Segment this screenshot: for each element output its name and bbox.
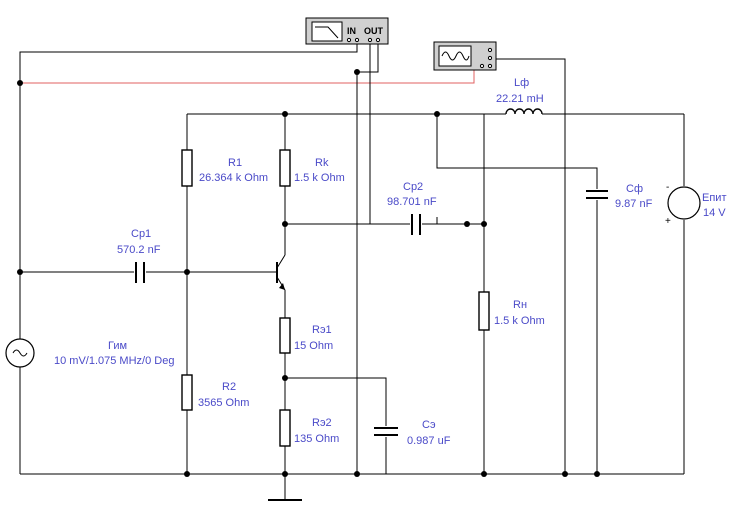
resistor-rk[interactable]	[279, 149, 291, 187]
ce-name: Cэ	[422, 419, 436, 431]
svg-text:-: -	[666, 182, 669, 193]
cp2-value: 98.701 nF	[387, 196, 437, 208]
resistor-r1[interactable]	[181, 149, 193, 187]
r1-name: R1	[228, 157, 242, 169]
resistor-r2[interactable]	[181, 374, 193, 411]
lf-value: 22.21 mH	[496, 93, 544, 105]
lf-name: Lф	[514, 77, 529, 89]
gim-value: 10 mV/1.075 MHz/0 Deg	[54, 355, 174, 367]
plotter-out-label: OUT	[364, 26, 384, 36]
capacitor-cf[interactable]	[586, 190, 608, 199]
re2-name: Rэ2	[312, 417, 332, 429]
r1-value: 26.364 k Ohm	[199, 172, 268, 184]
epit-name: Eпит	[702, 192, 726, 204]
cp2-name: Cp2	[403, 181, 423, 193]
ce-value: 0.987 uF	[407, 435, 451, 447]
transistor-npn[interactable]	[268, 254, 286, 291]
oscilloscope-instrument[interactable]	[433, 41, 497, 71]
resistor-re1[interactable]	[279, 317, 291, 354]
gim-name: Гим	[108, 340, 127, 352]
capacitor-cp2[interactable]	[411, 214, 421, 235]
re1-value: 15 Ohm	[294, 340, 333, 352]
resistor-rn[interactable]	[478, 291, 490, 331]
capacitor-cp1[interactable]	[135, 262, 145, 283]
r2-value: 3565 Ohm	[198, 397, 249, 409]
capacitor-ce[interactable]	[374, 427, 398, 436]
dc-source-epit[interactable]: - +	[665, 182, 701, 227]
rn-name: Rн	[513, 299, 527, 311]
cf-value: 9.87 nF	[615, 198, 653, 210]
signal-generator-gim[interactable]	[5, 338, 35, 368]
wires	[19, 41, 685, 501]
bode-plotter-instrument[interactable]: IN OUT	[305, 17, 389, 45]
resistor-re2[interactable]	[279, 409, 291, 447]
cp1-name: Cp1	[131, 228, 151, 240]
r2-name: R2	[222, 381, 236, 393]
cp1-value: 570.2 nF	[117, 244, 161, 256]
rn-value: 1.5 k Ohm	[494, 315, 545, 327]
component-labels: R1 26.364 k Ohm Rk 1.5 k Ohm Cp2 98.701 …	[54, 77, 726, 447]
plotter-in-label: IN	[347, 26, 356, 36]
svg-text:+: +	[665, 216, 671, 227]
cf-name: Cф	[626, 183, 643, 195]
re2-value: 135 Ohm	[294, 433, 339, 445]
inductor-lf[interactable]	[505, 108, 543, 115]
probe-wire	[20, 69, 475, 84]
junctions	[17, 69, 600, 477]
rk-value: 1.5 k Ohm	[294, 172, 345, 184]
rk-name: Rk	[315, 157, 329, 169]
re1-name: Rэ1	[312, 324, 332, 336]
epit-value: 14 V	[703, 207, 726, 219]
